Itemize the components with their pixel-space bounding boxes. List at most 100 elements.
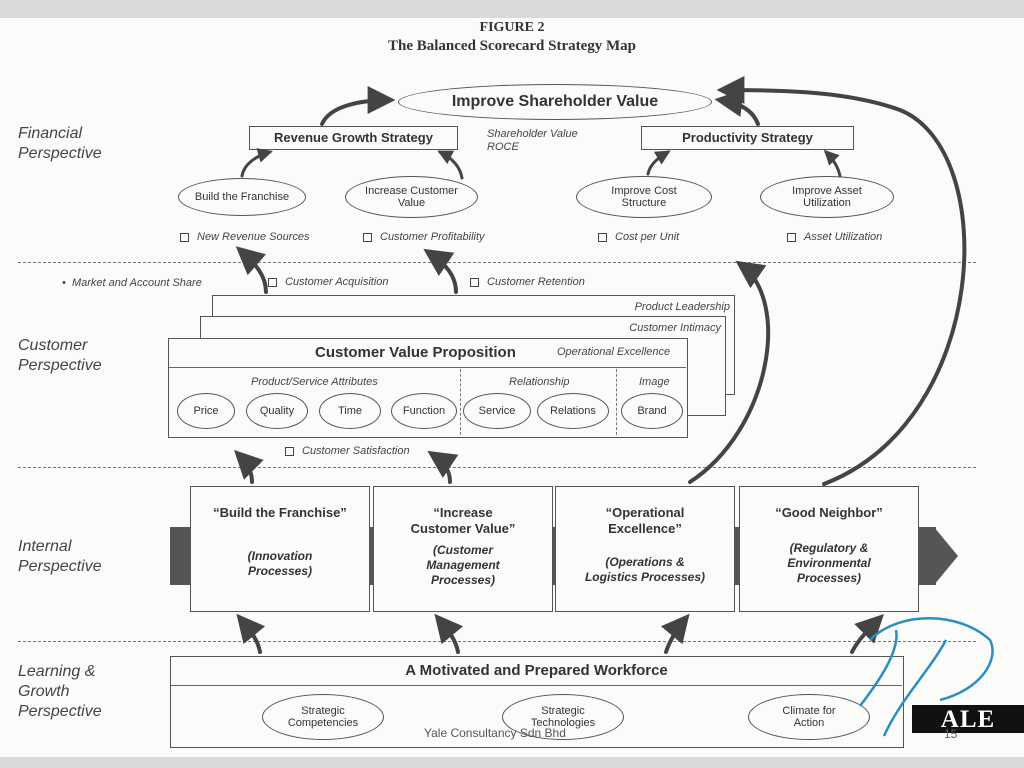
arrow-productivity-to-value <box>714 89 760 126</box>
arrow-asset-to-productivity <box>823 149 842 178</box>
metric-cost-per-unit: Cost per Unit <box>598 231 679 243</box>
perspective-line: Perspective <box>18 357 102 374</box>
perspective-line: Financial <box>18 125 83 142</box>
bottom-band <box>0 757 1024 768</box>
theme-line: Value <box>397 197 426 209</box>
figure-label: FIGURE 2 <box>479 20 545 35</box>
bullet-text: Market and Account Share <box>71 277 202 289</box>
enabler-line: Action <box>793 717 825 729</box>
arrow-learn-to-proc2 <box>434 613 464 654</box>
arrow-cust-to-profitability <box>423 248 458 294</box>
revenue-growth-strategy-box: Revenue Growth Strategy <box>249 126 458 150</box>
process-sub: (Operations & <box>605 555 685 569</box>
perspective-line: Internal <box>18 538 72 555</box>
perspective-line: Customer <box>18 337 88 354</box>
metric-text: Customer Satisfaction <box>302 445 410 457</box>
slide-number: 15 <box>944 727 958 741</box>
process-sub: Environmental <box>787 556 871 570</box>
process-sub: (Regulatory & <box>789 541 869 555</box>
build-franchise-oval: Build the Franchise <box>178 178 306 216</box>
attribute-text: Function <box>402 405 446 417</box>
metric-customer-profitability: Customer Profitability <box>363 231 485 243</box>
metric-customer-acquisition: Customer Acquisition <box>268 276 389 288</box>
theme-line: Improve Cost <box>611 185 677 197</box>
process-title: “Good Neighbor” <box>775 505 883 520</box>
attribute-price: Price <box>177 393 235 429</box>
revenue-strategy-text: Revenue Growth Strategy <box>274 130 433 145</box>
enabler-line: Competencies <box>287 717 359 729</box>
process-chain-tip <box>934 527 958 585</box>
group-label-image: Image <box>639 376 670 388</box>
process-sub: Management <box>426 558 500 572</box>
logo-swirl <box>859 617 994 737</box>
improve-shareholder-value-oval: Improve Shareholder Value <box>398 84 712 120</box>
workforce-title: A Motivated and Prepared Workforce <box>405 662 668 679</box>
metric-text: Cost per Unit <box>615 231 680 243</box>
perspective-line: Learning & <box>18 663 96 680</box>
metric-new-revenue-sources: New Revenue Sources <box>180 231 310 243</box>
checkbox-icon <box>363 232 372 242</box>
top-band <box>0 0 1024 18</box>
figure-title: The Balanced Scorecard Strategy Map <box>387 38 637 54</box>
checkbox-icon <box>268 277 277 287</box>
process-title: Customer Value” <box>410 521 516 536</box>
arrow-operational-to-cost <box>688 260 771 484</box>
process-sub: (Customer <box>432 543 493 557</box>
enabler-line: Strategic <box>301 705 345 717</box>
company-footer: Yale Consultancy Sdn Bhd <box>424 726 566 740</box>
checkbox-icon <box>285 446 294 456</box>
process-sub: (Innovation <box>247 549 313 563</box>
metric-text: New Revenue Sources <box>197 231 310 243</box>
metric-text: Customer Profitability <box>380 231 485 243</box>
market-account-share: • Market and Account Share <box>62 277 202 289</box>
metric-asset-utilization: Asset Utilization <box>787 231 882 243</box>
perspective-line: Perspective <box>18 145 102 162</box>
arrow-learn-to-proc4 <box>850 614 884 654</box>
learning-perspective-label: Learning & Growth Perspective <box>18 662 102 722</box>
arrow-customer-to-revenue <box>437 150 464 180</box>
attribute-text: Price <box>193 405 219 417</box>
process-sub: Processes) <box>247 564 313 578</box>
arrow-franchise-to-revenue <box>240 148 273 178</box>
process-sub: Processes) <box>796 571 862 585</box>
divider-financial-customer <box>18 262 976 263</box>
measure-line: Shareholder Value <box>487 128 578 140</box>
attribute-text: Relations <box>550 405 596 417</box>
productivity-strategy-box: Productivity Strategy <box>641 126 854 150</box>
arrow-cost-to-productivity <box>646 150 671 176</box>
arrow-int-to-cust-right <box>427 450 459 484</box>
enabler-line: Technologies <box>530 717 596 729</box>
attribute-relations: Relations <box>537 393 609 429</box>
attribute-quality: Quality <box>246 393 308 429</box>
group-label-relationship: Relationship <box>509 376 570 388</box>
arrow-good-neighbor-to-value <box>716 76 967 486</box>
operational-excellence-label: Operational Excellence <box>557 346 671 358</box>
financial-perspective-label: Financial Perspective <box>18 124 102 164</box>
group-label-attributes: Product/Service Attributes <box>251 376 378 388</box>
theme-line: Improve Asset <box>792 185 862 197</box>
process-sub: Processes) <box>430 573 496 587</box>
productivity-strategy-text: Productivity Strategy <box>682 130 813 145</box>
process-title: “Increase <box>433 505 493 520</box>
proposition-title: Customer Value Proposition <box>315 344 516 361</box>
checkbox-icon <box>180 232 189 242</box>
process-title: Excellence” <box>608 521 682 536</box>
metric-text: Customer Acquisition <box>285 276 389 288</box>
group-separator <box>460 369 461 435</box>
attribute-brand: Brand <box>621 393 683 429</box>
process-sub: Logistics Processes) <box>584 570 706 584</box>
top-goal-text: Improve Shareholder Value <box>451 93 659 110</box>
checkbox-icon <box>598 232 607 242</box>
arrow-learn-to-proc1 <box>236 613 266 654</box>
checkbox-icon <box>470 277 479 287</box>
metric-customer-retention: Customer Retention <box>470 276 585 288</box>
shareholder-measures: Shareholder Value ROCE <box>487 128 578 154</box>
